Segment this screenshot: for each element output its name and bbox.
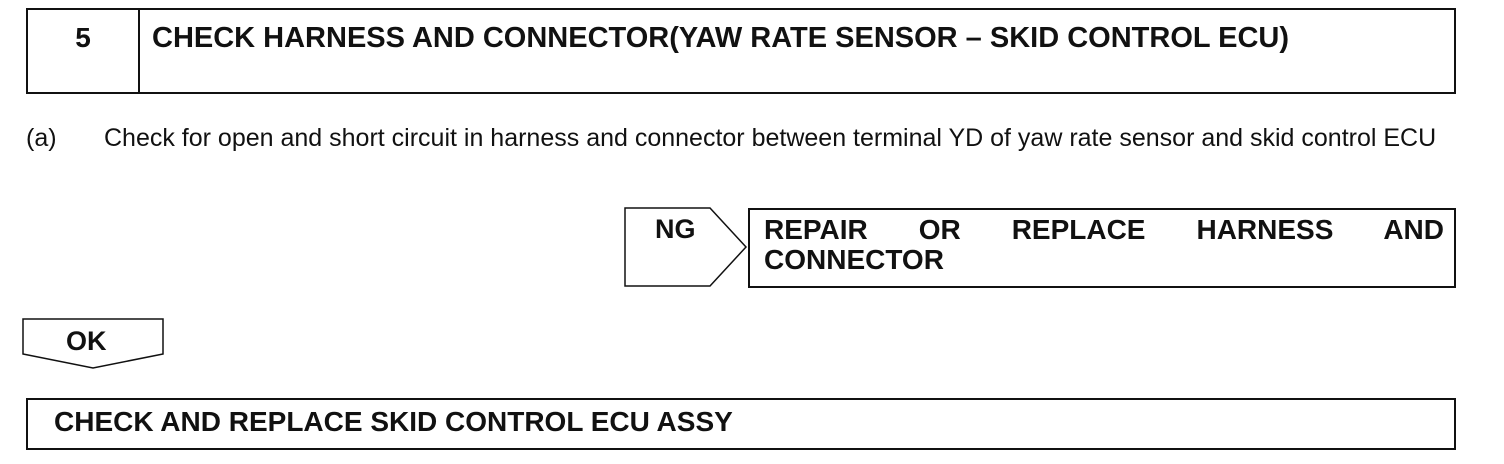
final-action-box: CHECK AND REPLACE SKID CONTROL ECU ASSY — [26, 398, 1456, 450]
step-title: CHECK HARNESS AND CONNECTOR(YAW RATE SEN… — [152, 22, 1290, 54]
instruction-label: (a) — [26, 124, 57, 152]
step-header: 5 CHECK HARNESS AND CONNECTOR(YAW RATE S… — [26, 8, 1456, 94]
ok-label: OK — [66, 326, 107, 356]
ng-label: NG — [655, 214, 696, 244]
ng-arrow-icon — [624, 207, 748, 287]
ok-arrow-icon — [22, 318, 164, 369]
ng-result-box: REPAIR OR REPLACE HARNESS AND CONNECTOR — [748, 208, 1456, 288]
instruction-text: Check for open and short circuit in harn… — [104, 124, 1437, 152]
step-number: 5 — [28, 10, 140, 92]
instruction: (a) Check for open and short circuit in … — [26, 120, 1466, 156]
